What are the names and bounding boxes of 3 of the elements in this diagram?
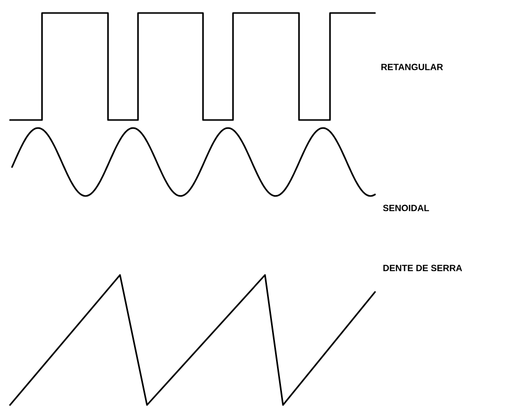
waveform-label: RETANGULAR [381,64,443,70]
waveform-label: SENOIDAL [383,204,430,212]
waveform-label: DENTE DE SERRA [383,264,462,272]
